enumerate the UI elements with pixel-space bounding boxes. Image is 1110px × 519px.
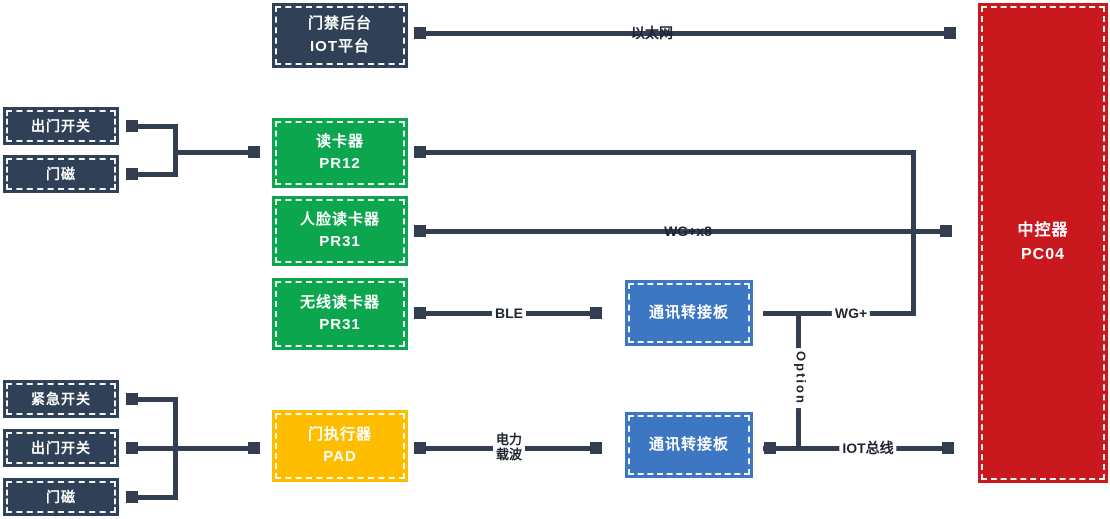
node-label: 出门开关 <box>31 117 91 134</box>
connector-endpoint <box>942 442 954 454</box>
node-door-actuator-pad: 门执行器 PAD <box>272 410 408 482</box>
node-label: 中控器 <box>1017 222 1069 239</box>
connector-endpoint <box>590 442 602 454</box>
node-label: 门执行器 <box>307 425 372 443</box>
node-door-magnet-top: 门磁 <box>3 155 119 193</box>
connector-door-magnet-bottom <box>130 495 178 500</box>
node-label: PAD <box>323 448 357 465</box>
node-label: 门禁后台 <box>307 15 372 32</box>
node-exit-switch-bottom: 出门开关 <box>3 429 119 467</box>
edge-label-option: Option <box>793 348 809 408</box>
connector-endpoint <box>126 168 138 180</box>
edge-label-wg-x8: WG+x8 <box>664 223 712 239</box>
node-label: 通讯转接板 <box>648 435 729 453</box>
connector-endpoint <box>414 442 426 454</box>
node-label: 紧急开关 <box>31 390 91 407</box>
node-emergency-switch: 紧急开关 <box>3 380 119 418</box>
node-face-reader-pr31: 人脸读卡器 PR31 <box>272 196 408 266</box>
connector-endpoint <box>944 27 956 39</box>
node-label: 无线读卡器 <box>299 293 380 311</box>
connector-endpoint <box>414 225 426 237</box>
node-label: 人脸读卡器 <box>299 210 380 228</box>
connector-endpoint <box>248 442 260 454</box>
node-controller-pc04: 中控器 PC04 <box>978 3 1108 483</box>
edge-label-ble: BLE <box>492 305 526 321</box>
connector-exit-switch-top <box>130 124 178 129</box>
node-comm-adapter-bottom: 通讯转接板 <box>625 412 753 478</box>
connector-endpoint <box>126 393 138 405</box>
node-label: 门磁 <box>46 488 76 505</box>
node-exit-switch-top: 出门开关 <box>3 107 119 145</box>
node-comm-adapter-top: 通讯转接板 <box>625 280 753 346</box>
edge-label-power-line-carrier: 电力 载波 <box>492 432 526 463</box>
node-label: PR31 <box>319 233 361 250</box>
node-label: 通讯转接板 <box>648 303 729 321</box>
connector-endpoint <box>414 146 426 158</box>
connector-endpoint <box>414 27 426 39</box>
connector-door-magnet-top <box>130 172 178 177</box>
connector-endpoint <box>940 225 952 237</box>
edge-label-iot-bus: IOT总线 <box>839 438 897 458</box>
connector-endpoint <box>590 307 602 319</box>
edge-label-ethernet: 以太网 <box>631 25 673 41</box>
connector-pr12-wg <box>420 150 915 155</box>
edge-label-plc-line1: 电力 <box>495 432 523 448</box>
connector-ethernet <box>420 31 952 36</box>
edge-label-plc-line2: 载波 <box>495 447 523 462</box>
edge-label-wg-plus: WG+ <box>831 305 871 321</box>
connector-endpoint <box>126 442 138 454</box>
node-card-reader-pr12: 读卡器 PR12 <box>272 118 408 188</box>
connector-endpoint <box>126 120 138 132</box>
node-label: IOT平台 <box>310 37 370 55</box>
node-door-magnet-bottom: 门磁 <box>3 478 119 516</box>
connector-top-left-merge <box>173 150 258 155</box>
node-label: 读卡器 <box>315 132 364 150</box>
connector-endpoint <box>414 307 426 319</box>
node-label: PR12 <box>319 155 361 172</box>
node-wireless-reader-pr31: 无线读卡器 PR31 <box>272 278 408 350</box>
connector-endpoint <box>764 442 776 454</box>
node-label: PR31 <box>319 316 361 333</box>
connector-bottom-left-merge <box>173 446 258 451</box>
connector-exit-switch-bottom <box>130 446 178 451</box>
connector-endpoint <box>126 491 138 503</box>
connector-endpoint <box>248 146 260 158</box>
node-label: PC04 <box>1020 246 1066 263</box>
node-label: 出门开关 <box>31 439 91 456</box>
connector-face-reader-wg <box>420 229 950 234</box>
node-label: 门磁 <box>46 165 76 182</box>
connector-emergency-switch <box>130 397 178 402</box>
node-access-backend-iot-platform: 门禁后台 IOT平台 <box>272 3 408 68</box>
